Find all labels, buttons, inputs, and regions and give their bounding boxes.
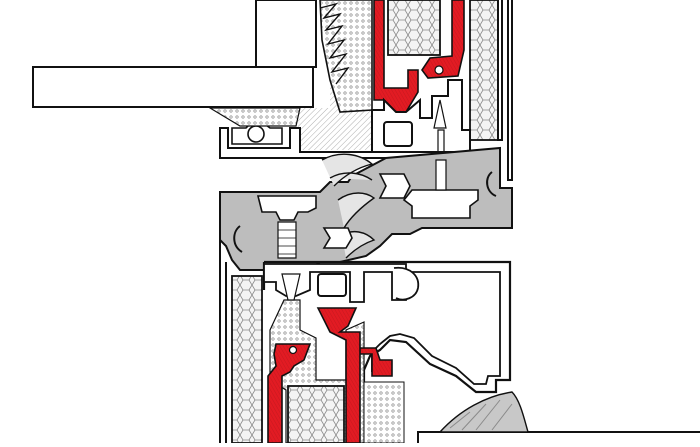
lower-left-honeycomb	[231, 275, 263, 444]
central-frame-right-curl	[486, 171, 497, 197]
upper-sawtooth-seal	[319, 2, 350, 85]
central-frame-right-chamber	[402, 189, 479, 219]
lower-seal-fin-hatch	[449, 399, 513, 431]
lower-thermal-break-left	[267, 343, 312, 444]
upper-frame-right-wall	[497, 0, 513, 181]
upper-foam-wedge	[207, 107, 301, 127]
lower-sash-inner-contour	[371, 271, 501, 385]
lower-right-board	[417, 431, 700, 447]
lower-thermal-break-center	[316, 307, 393, 444]
central-frame-left-curl	[233, 225, 243, 253]
central-snap-clip	[378, 173, 411, 199]
upper-thermal-break-left	[373, 0, 419, 113]
central-frame-screw-shank	[277, 221, 297, 259]
upper-wall-board	[32, 0, 317, 108]
central-frame-right-screw	[435, 159, 447, 191]
upper-rail-round-seal	[247, 125, 265, 143]
lower-hatched-zone	[363, 381, 405, 444]
lower-frame-left-wall	[219, 240, 227, 443]
central-frame-left-chamber	[256, 195, 317, 221]
upper-sash-chamber	[383, 121, 413, 147]
lower-seal-fin	[438, 391, 529, 433]
upper-right-honeycomb	[469, 0, 499, 141]
lower-thermal-bead	[288, 345, 298, 355]
central-gasket-fins	[321, 153, 376, 259]
upper-thermal-bead	[434, 65, 444, 75]
lower-snap-clip	[322, 227, 353, 249]
lower-sash-chamber	[317, 273, 347, 297]
lower-sash-round-seal	[393, 266, 420, 301]
central-frame-screw-threads	[278, 229, 296, 255]
lower-glazing-honeycomb	[287, 385, 345, 444]
upper-thermal-break-right	[421, 0, 465, 79]
upper-glazing-honeycomb	[387, 0, 441, 56]
lower-sash-screw	[281, 273, 301, 301]
